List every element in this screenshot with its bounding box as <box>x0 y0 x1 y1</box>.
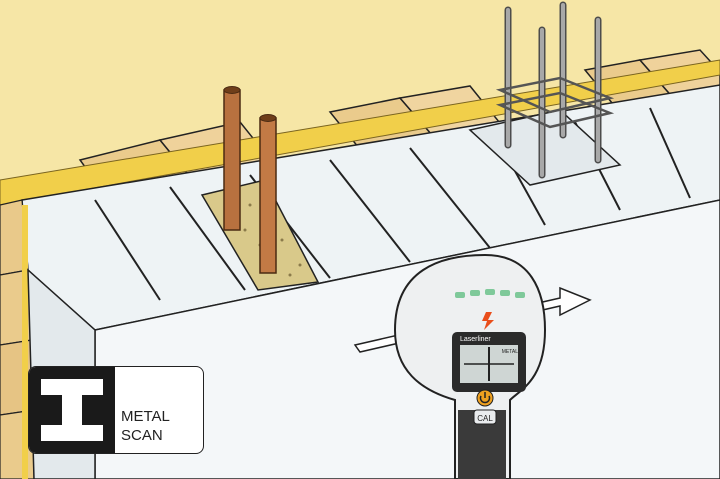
screen-mode-label: METAL <box>502 349 519 355</box>
cal-button-label: CAL <box>477 414 493 423</box>
led-indicator <box>455 289 525 298</box>
icon-box <box>29 367 115 453</box>
i-beam-icon <box>41 379 103 441</box>
power-icon <box>479 392 491 404</box>
lightning-icon <box>482 312 494 330</box>
badge-line2: SCAN <box>121 427 163 444</box>
device-brand: Laserliner <box>460 336 491 343</box>
left-brick-column <box>0 199 35 479</box>
metal-detector-device: CAL Laserliner METAL <box>393 253 547 479</box>
rebar-cage <box>468 1 622 186</box>
copper-pipes <box>223 86 277 274</box>
badge-label: METAL SCAN <box>121 407 170 445</box>
metal-scan-badge: METAL SCAN <box>28 366 204 454</box>
badge-line1: METAL <box>121 408 170 425</box>
cal-button[interactable] <box>473 409 497 425</box>
